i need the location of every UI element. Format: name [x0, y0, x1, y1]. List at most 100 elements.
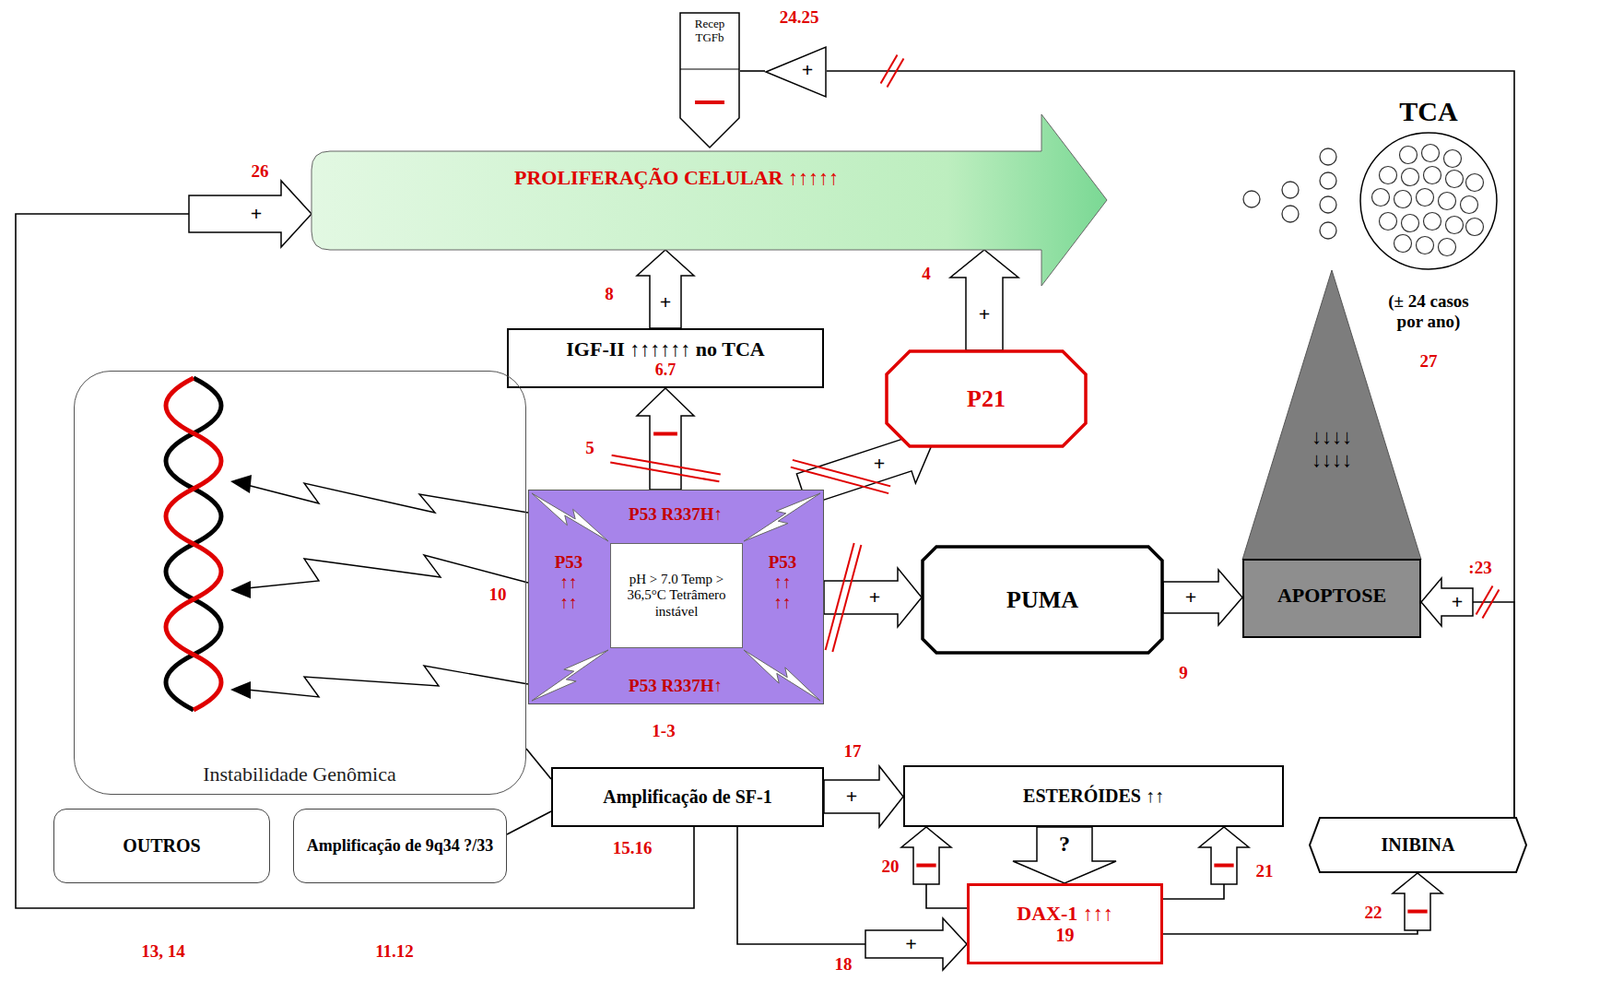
cell-circle: [1423, 166, 1442, 185]
block-arrow: [188, 180, 312, 248]
node-text: +: [790, 58, 824, 82]
cell-circle: [1422, 144, 1440, 163]
lightning-bolt: [743, 649, 821, 701]
callout-number: 21: [1256, 860, 1274, 882]
cell-circle: [1394, 235, 1412, 253]
edge-label: +: [873, 452, 886, 476]
proliferation-band: PROLIFERAÇÃO CELULAR ↑↑↑↑↑: [311, 151, 1042, 250]
block-arrow: [636, 388, 695, 490]
node-text: Amplificação de 9q34 ?/33: [306, 835, 495, 856]
callout-number: 22: [1364, 902, 1383, 923]
edge-label: +: [1185, 585, 1198, 609]
connector: [1163, 569, 1243, 625]
callout-number: 8: [604, 283, 614, 305]
connector: [1163, 872, 1443, 934]
node-text: TCA: [1345, 95, 1512, 129]
band-arrow-outline: [311, 114, 1107, 286]
connector: [740, 70, 765, 72]
node-text: APOPTOSE: [1242, 583, 1422, 607]
connector-line: [737, 826, 866, 944]
octagon-outline: [886, 351, 1086, 447]
inhibition-bar: [916, 863, 936, 868]
cell-circle: [1282, 181, 1299, 199]
dna-strand: [165, 377, 222, 710]
cut-mark: [886, 58, 904, 87]
callout-number: 15.16: [612, 837, 653, 859]
cut-mark: [832, 544, 861, 652]
connector: [526, 748, 552, 779]
cell-circle: [1372, 188, 1390, 207]
node-text: Recep TGFb: [681, 17, 739, 46]
connector: [1421, 577, 1515, 817]
cell-circle: [1423, 212, 1442, 231]
p53-outline: [529, 490, 824, 705]
amplifier-triangle-shape: [764, 46, 827, 98]
connector-line: [926, 883, 967, 908]
block-arrow: [865, 917, 967, 970]
edge-label: +: [846, 784, 859, 808]
cell-circle: [1394, 190, 1412, 209]
cell-circle: [1416, 188, 1435, 207]
node-text: P53 ↑↑ ↑↑: [535, 552, 602, 613]
amplifier-outline: [765, 47, 826, 97]
cell-circle: [1379, 212, 1398, 231]
inhibition-bar: [1407, 909, 1427, 914]
node-text: DAX-1 ↑↑↑: [1016, 901, 1114, 925]
p53-box: P53 R337H↑ P53 ↑↑ ↑↑ P53 ↑↑ ↑↑ P53 R337H↑ pH…: [528, 489, 824, 705]
inhibition-bar: [1213, 863, 1234, 868]
callout-number: 13, 14: [141, 941, 186, 962]
callout-number: 10: [489, 584, 507, 605]
octagon-box: P21: [885, 350, 1087, 448]
node-text: P53 R337H↑: [583, 675, 768, 696]
node-text: P53 R337H↑: [583, 504, 768, 525]
cell-circle: [1319, 148, 1337, 165]
cell-circle: [1460, 196, 1479, 214]
receptor-box: Recep TGFb: [679, 11, 741, 149]
arrow-head: [230, 474, 252, 494]
callout-number: 1-3: [651, 720, 675, 742]
node-text: 19: [1056, 924, 1075, 946]
cell-circle: [1319, 222, 1337, 239]
tumor-outline: [1360, 132, 1497, 270]
edge-label: ?: [1058, 831, 1071, 858]
cell-circle: [1466, 218, 1484, 236]
callout-number: 26: [251, 161, 270, 182]
connector-line: [1472, 601, 1515, 817]
connector-line: [1163, 929, 1418, 934]
connector: [1163, 826, 1249, 899]
block-arrow: [823, 765, 904, 827]
octagon-box: PUMA: [921, 545, 1164, 654]
cell-circle: [1446, 216, 1464, 235]
cut-mark: [610, 462, 719, 483]
arrow-head: [230, 681, 251, 699]
node-text: PUMA: [1006, 586, 1079, 614]
cell-circle: [1446, 170, 1464, 189]
hexagon-outline: [1309, 817, 1527, 872]
lightning-arrow: [247, 665, 529, 697]
connector: [610, 388, 721, 490]
block-arrow: [1392, 872, 1443, 930]
apoptosis-box: [1243, 559, 1421, 637]
proliferation-band-shape: [311, 114, 1107, 286]
node-text: Amplificação de SF-1: [602, 786, 772, 808]
callout-number: 27: [1420, 351, 1438, 372]
connector: [636, 249, 695, 329]
node-text: P21: [966, 385, 1006, 413]
receptor-outline: [680, 12, 740, 148]
cut-mark: [825, 542, 855, 650]
node-text: ESTERÓIDES ↑↑: [1023, 785, 1165, 807]
condition-box: pH > 7.0 Temp > 36,5°C Tetrâmero instáve…: [610, 542, 743, 648]
connector-line: [740, 70, 765, 72]
block-arrow: [1012, 826, 1117, 883]
lightning-arrow: [247, 482, 529, 513]
node-text: IGF-II ↑↑↑↑↑↑ no TCA: [565, 337, 765, 361]
apoptosis-pyramid: ↓↓↓↓ ↓↓↓↓APOPTOSE: [1242, 270, 1422, 638]
cut-mark: [1482, 588, 1499, 618]
node-text: P53 ↑↑ ↑↑: [749, 552, 816, 613]
connector-line: [526, 748, 552, 779]
edge-label: +: [659, 290, 672, 314]
block-arrow: [636, 249, 695, 329]
receptor-divider: [680, 68, 740, 70]
node-text: Instabilidade Genômica: [74, 762, 525, 786]
lightning-bolt: [531, 493, 609, 542]
